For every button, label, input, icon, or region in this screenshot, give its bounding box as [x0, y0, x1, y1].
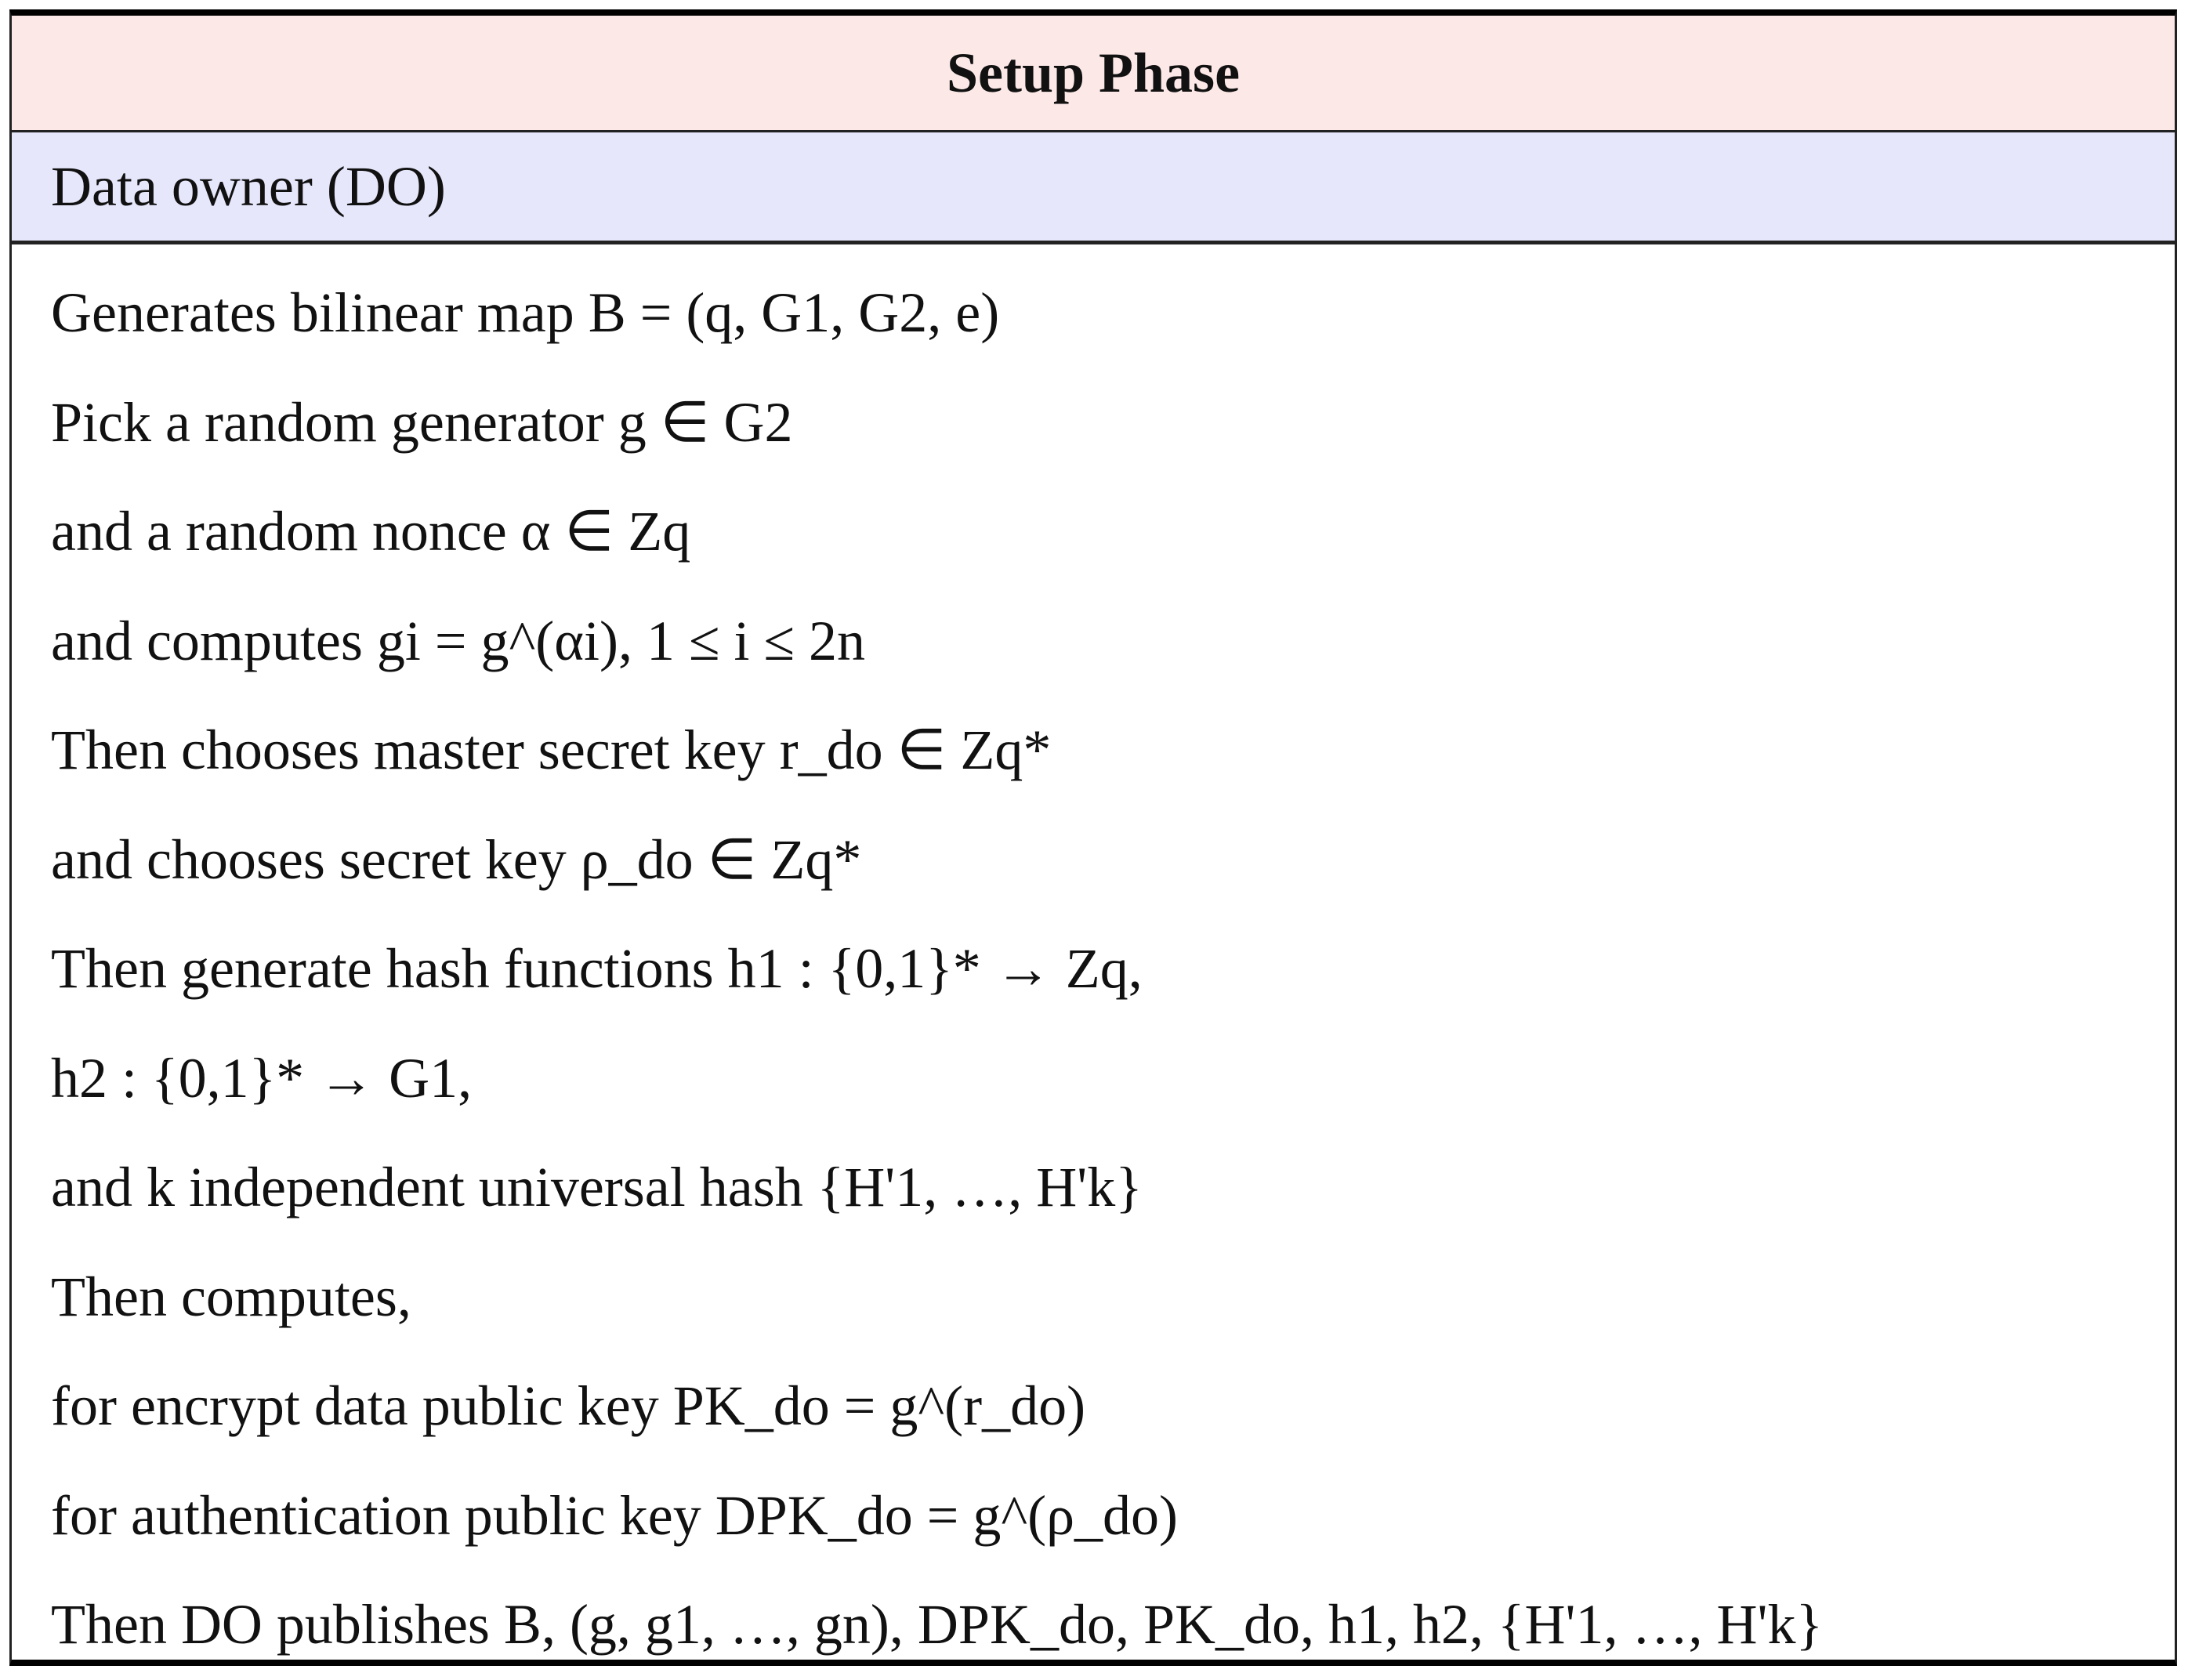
table-title: Setup Phase: [12, 16, 2175, 132]
line-compute-gi: and computes gi = g^(αi), 1 ≤ i ≤ 2n: [51, 609, 866, 672]
line-random-generator: Pick a random generator g ∈ G2: [51, 390, 793, 454]
line-encrypt-public-key: for encrypt data public key PK_do = g^(r…: [51, 1374, 1086, 1437]
table-body: Generates bilinear map B = (q, G1, G2, e…: [12, 244, 2175, 1680]
line-random-nonce: and a random nonce α ∈ Zq: [51, 500, 691, 563]
line-publishes: Then DO publishes B, (g, g1, …, gn), DPK…: [51, 1593, 1824, 1656]
line-bilinear-map: Generates bilinear map B = (q, G1, G2, e…: [51, 281, 1000, 344]
line-universal-hash: and k independent universal hash {H'1, ……: [51, 1156, 1143, 1218]
line-hash-h2: h2 : {0,1}* → G1,: [51, 1046, 473, 1110]
setup-phase-table: Setup Phase Data owner (DO) Generates bi…: [9, 9, 2177, 1666]
subheader-text: Data owner (DO): [51, 154, 446, 218]
line-secret-key: and chooses secret key ρ_do ∈ Zq*: [51, 827, 862, 891]
line-master-secret-key: Then chooses master secret key r_do ∈ Zq…: [51, 719, 1052, 781]
line-then-computes: Then computes,: [51, 1265, 411, 1328]
line-hash-h1: Then generate hash functions h1 : {0,1}*…: [51, 937, 1143, 1000]
line-auth-public-key: for authentication public key DPK_do = g…: [51, 1483, 1179, 1547]
table-subheader: Data owner (DO): [12, 132, 2175, 244]
